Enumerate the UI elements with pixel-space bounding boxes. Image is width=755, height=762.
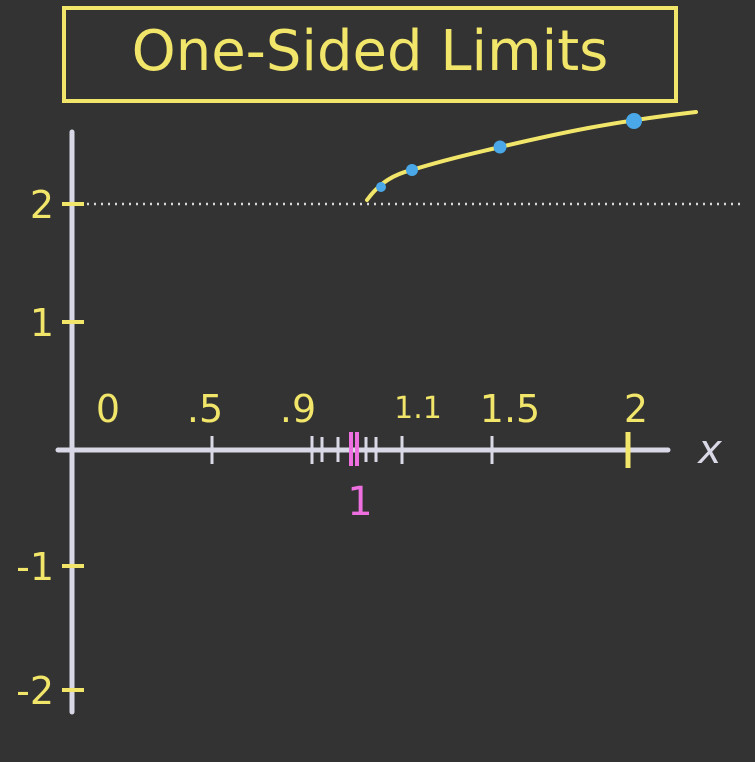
y-tick-label-0: 2 bbox=[30, 183, 54, 227]
page-title: One-Sided Limits bbox=[132, 19, 609, 84]
y-tick-label-1: 1 bbox=[30, 301, 54, 345]
y-tick-label-3: -2 bbox=[16, 669, 54, 713]
x-tick-label-1: .5 bbox=[187, 387, 223, 431]
function-curve bbox=[365, 110, 698, 202]
y-tick-label-2: -1 bbox=[16, 545, 54, 589]
x-tick-label-4: 1.5 bbox=[480, 387, 540, 431]
x-axis-label: x bbox=[696, 427, 722, 473]
sample-point-2 bbox=[493, 140, 507, 154]
sample-point-1 bbox=[406, 164, 418, 176]
title-box bbox=[62, 6, 678, 103]
x-tick-label-0: 0 bbox=[96, 387, 120, 431]
x-tick-label-3: 1.1 bbox=[394, 391, 442, 426]
x-highlight-label: 1 bbox=[347, 479, 372, 525]
x-tick-label-5: 2 bbox=[624, 387, 648, 431]
x-tick-label-2: .9 bbox=[280, 387, 316, 431]
sample-point-3 bbox=[626, 113, 642, 129]
sample-point-0 bbox=[376, 182, 386, 192]
